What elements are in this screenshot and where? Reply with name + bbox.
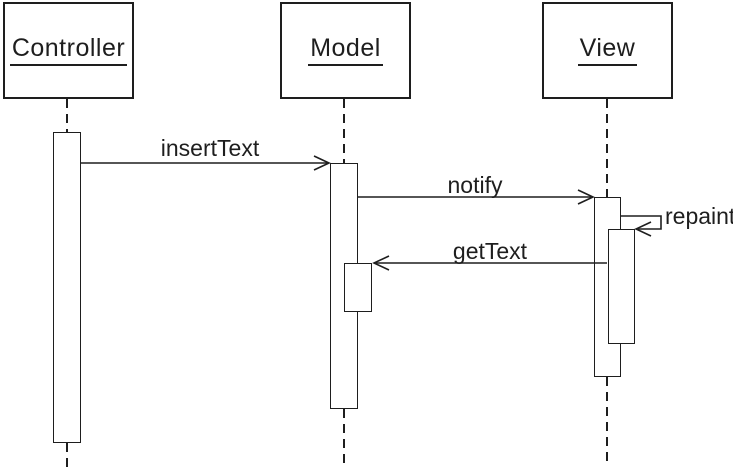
notify-arrowhead-icon <box>577 189 595 205</box>
activation-bar-controller <box>53 132 81 443</box>
repaint-line <box>621 215 662 230</box>
actor-box-controller: Controller <box>3 2 134 99</box>
lifeline-view-bottom <box>606 377 608 467</box>
repaint-arrowhead-icon <box>634 221 652 237</box>
lifeline-controller-top <box>66 99 68 133</box>
actor-label-view: View <box>577 35 638 67</box>
message-label-insertText: insertText <box>160 135 260 161</box>
message-label-getText: getText <box>452 238 528 264</box>
lifeline-controller-bottom <box>66 443 68 467</box>
actor-label-model: Model <box>308 35 383 67</box>
lifeline-model-top <box>343 99 345 163</box>
message-label-repaint: repaint <box>665 203 733 229</box>
message-label-notify: notify <box>447 172 503 198</box>
getText-arrowhead-icon <box>372 255 390 271</box>
actor-label-controller: Controller <box>9 35 128 67</box>
actor-box-model: Model <box>280 2 411 99</box>
insertText-arrowhead-icon <box>313 155 331 171</box>
activation-bar-view-nested <box>608 229 635 344</box>
activation-bar-model-nested <box>344 263 372 312</box>
lifeline-model-bottom <box>343 409 345 467</box>
lifeline-view-top <box>606 99 608 197</box>
actor-box-view: View <box>542 2 673 99</box>
